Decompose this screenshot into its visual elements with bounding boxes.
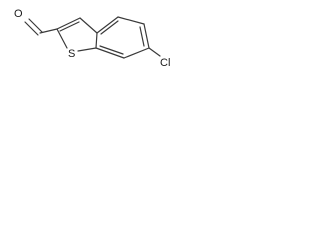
atom-sulfur: S [68, 48, 75, 60]
bond-c3a-c4-inner [100, 20, 119, 35]
bond-c2-s [56, 28, 68, 49]
bond-c2-c3-inner [59, 21, 80, 32]
bond-c7-c7a [95, 47, 125, 59]
bond-c4-c5 [117, 16, 145, 25]
atom-chlorine: Cl [160, 57, 170, 69]
bond-c5-c6-inner [139, 26, 145, 47]
bond-c3a-c4 [96, 16, 119, 34]
bond-c5-c6 [143, 23, 150, 49]
bond-c3a-c7a [95, 32, 98, 49]
bond-carbonyl-double-b [24, 21, 39, 36]
bond-carbonyl-to-c2 [39, 28, 58, 34]
bond-s-c7a [77, 47, 97, 52]
bond-carbonyl-double-a [28, 18, 43, 33]
bond-c6-cl [148, 47, 161, 57]
bond-c2-c3 [56, 17, 81, 30]
bond-c7-c7a-inner [99, 45, 124, 55]
molecule-diagram: O S Cl [14, 8, 170, 69]
atom-oxygen: O [14, 8, 23, 20]
bond-c6-c7 [123, 47, 150, 59]
bond-c3-c3a [79, 17, 98, 34]
